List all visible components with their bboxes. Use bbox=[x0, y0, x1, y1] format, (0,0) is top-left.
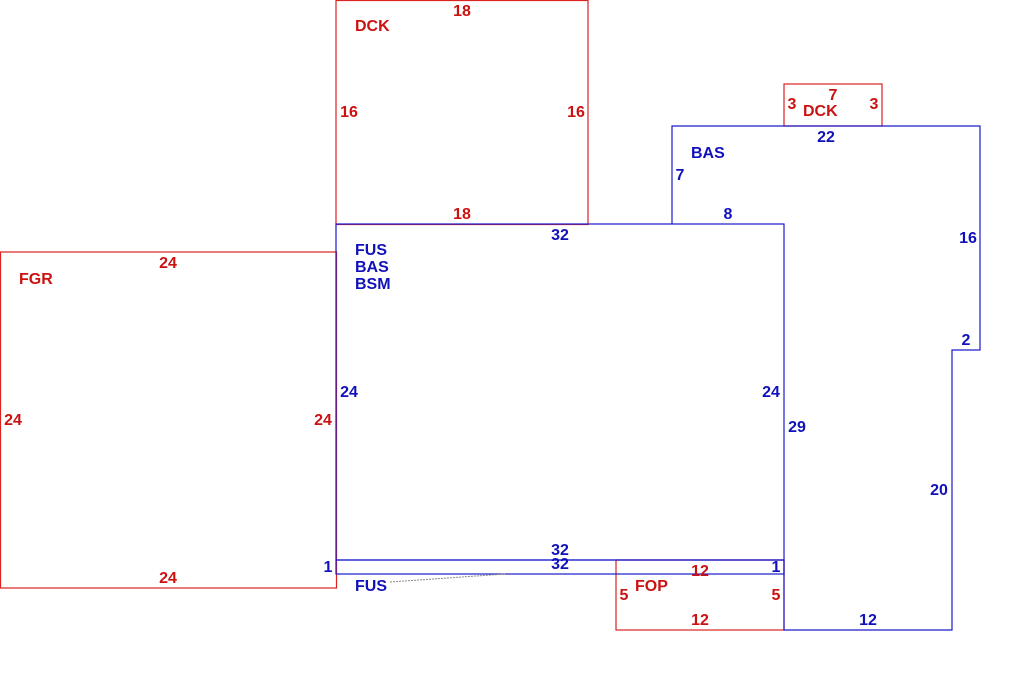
bsm-label-main: BSM bbox=[355, 276, 391, 293]
dim-bas-notch: 2 bbox=[962, 332, 971, 349]
dim-fgr-bottom: 24 bbox=[159, 570, 177, 587]
dck-label-top: DCK bbox=[355, 18, 390, 35]
dim-fgr-right: 24 bbox=[314, 412, 332, 429]
dim-fgr-left: 24 bbox=[4, 412, 22, 429]
dim-main-left: 24 bbox=[340, 384, 358, 401]
dim-dck-bottom: 18 bbox=[453, 206, 471, 223]
dim-dck-top: 18 bbox=[453, 3, 471, 20]
dim-bas-right-upper: 16 bbox=[959, 230, 977, 247]
fgr-label: FGR bbox=[19, 271, 53, 288]
dim-bas-inner-vertical: 29 bbox=[788, 419, 806, 436]
dim-dck-small-right: 3 bbox=[870, 96, 879, 113]
dck-label-small: DCK bbox=[803, 103, 838, 120]
dim-dck-small-top: 7 bbox=[829, 87, 838, 104]
dim-dck-small-left: 3 bbox=[788, 96, 797, 113]
bas-label-right: BAS bbox=[691, 145, 725, 162]
dim-dck-left: 16 bbox=[340, 104, 358, 121]
dim-fop-left: 5 bbox=[620, 587, 629, 604]
dim-fop-top: 12 bbox=[691, 563, 709, 580]
dim-fgr-top: 24 bbox=[159, 255, 177, 272]
dim-bas-left: 7 bbox=[676, 167, 685, 184]
bas-wing-outline bbox=[671, 125, 981, 631]
dim-strip-bottom: 32 bbox=[551, 556, 569, 573]
dim-dck-right: 16 bbox=[567, 104, 585, 121]
dim-strip-left: 1 bbox=[324, 559, 333, 576]
fus-label-bottom: FUS bbox=[355, 578, 387, 595]
dim-main-top: 32 bbox=[551, 227, 569, 244]
garage-outline bbox=[0, 251, 338, 589]
dim-fop-right: 5 bbox=[772, 587, 781, 604]
dim-main-bottom: 32 bbox=[551, 542, 569, 559]
dim-main-right: 24 bbox=[762, 384, 780, 401]
bas-label-main: BAS bbox=[355, 259, 389, 276]
fus-label-main: FUS bbox=[355, 242, 387, 259]
fus-leader-line bbox=[389, 573, 506, 583]
dim-bas-inner: 8 bbox=[724, 206, 733, 223]
dim-fop-bottom: 12 bbox=[691, 612, 709, 629]
dim-strip-right: 1 bbox=[772, 559, 781, 576]
dim-bas-right-lower: 20 bbox=[930, 482, 948, 499]
main-living-outline bbox=[335, 223, 785, 561]
dim-bas-bottom: 12 bbox=[859, 612, 877, 629]
dim-bas-top: 22 bbox=[817, 129, 835, 146]
fop-label: FOP bbox=[635, 578, 668, 595]
